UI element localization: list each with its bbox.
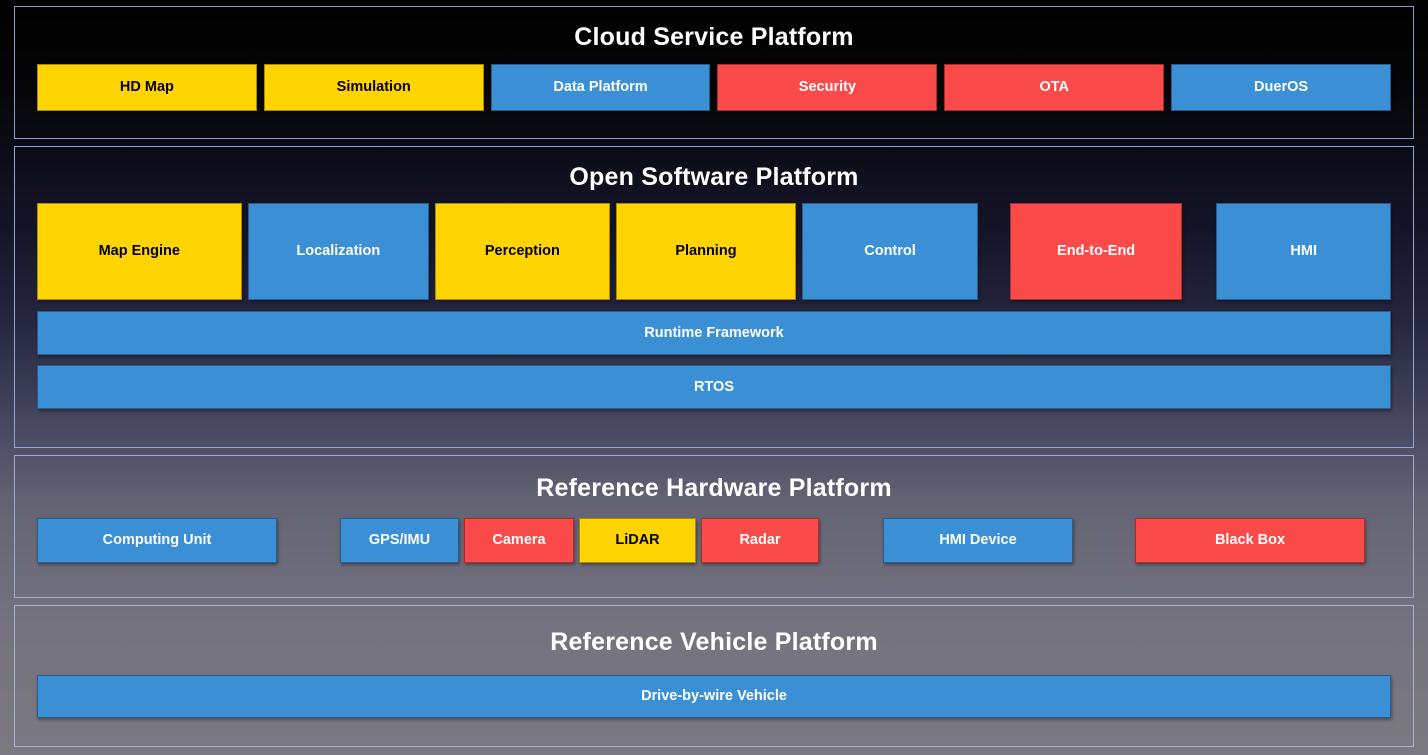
vehicle-box-row: Drive-by-wire Vehicle [37,675,1391,718]
hardware-box-radar[interactable]: Radar [701,518,819,563]
software-box-localization[interactable]: Localization [247,203,430,300]
software-box-control[interactable]: Control [802,203,978,300]
software-bar-runtime-framework[interactable]: Runtime Framework [37,311,1391,355]
hardware-box-camera[interactable]: Camera [464,518,574,563]
software-box-hmi[interactable]: HMI [1216,203,1391,300]
panel-title-open-software-platform: Open Software Platform [569,163,859,191]
hardware-box-black-box[interactable]: Black Box [1135,518,1365,563]
layer-panel-cloud-service-platform: Cloud Service Platform HD Map Simulation… [14,6,1414,139]
cloud-box-hd-map[interactable]: HD Map [37,64,257,111]
cloud-box-data-platform[interactable]: Data Platform [490,64,711,111]
software-box-map-engine[interactable]: Map Engine [37,203,242,300]
hardware-box-computing-unit[interactable]: Computing Unit [37,518,277,563]
cloud-box-simulation[interactable]: Simulation [263,64,484,111]
layer-panel-open-software-platform: Open Software Platform Map Engine Locali… [14,146,1414,448]
vehicle-box-drive-by-wire-vehicle[interactable]: Drive-by-wire Vehicle [37,675,1391,718]
software-module-row: Map Engine Localization Perception Plann… [37,203,1391,300]
software-box-end-to-end[interactable]: End-to-End [1009,203,1183,300]
software-box-planning[interactable]: Planning [615,203,797,300]
cloud-service-box-row: HD Map Simulation Data Platform Security… [37,64,1391,111]
hardware-box-hmi-device[interactable]: HMI Device [883,518,1073,563]
software-bar-rtos[interactable]: RTOS [37,365,1391,409]
cloud-box-ota[interactable]: OTA [944,64,1165,111]
panel-title-reference-vehicle-platform: Reference Vehicle Platform [550,628,878,656]
layer-panel-reference-hardware-platform: Reference Hardware Platform Computing Un… [14,455,1414,598]
hardware-box-lidar[interactable]: LiDAR [579,518,696,563]
software-box-perception[interactable]: Perception [435,203,610,300]
hardware-box-row: Computing Unit GPS/IMU Camera LiDAR Rada… [37,518,1391,563]
layer-panel-reference-vehicle-platform: Reference Vehicle Platform Drive-by-wire… [14,605,1414,747]
cloud-box-security[interactable]: Security [717,64,938,111]
panel-title-reference-hardware-platform: Reference Hardware Platform [536,474,892,502]
hardware-box-gps-imu[interactable]: GPS/IMU [340,518,459,563]
cloud-box-dueros[interactable]: DuerOS [1171,64,1391,111]
panel-title-cloud-service-platform: Cloud Service Platform [574,23,854,51]
